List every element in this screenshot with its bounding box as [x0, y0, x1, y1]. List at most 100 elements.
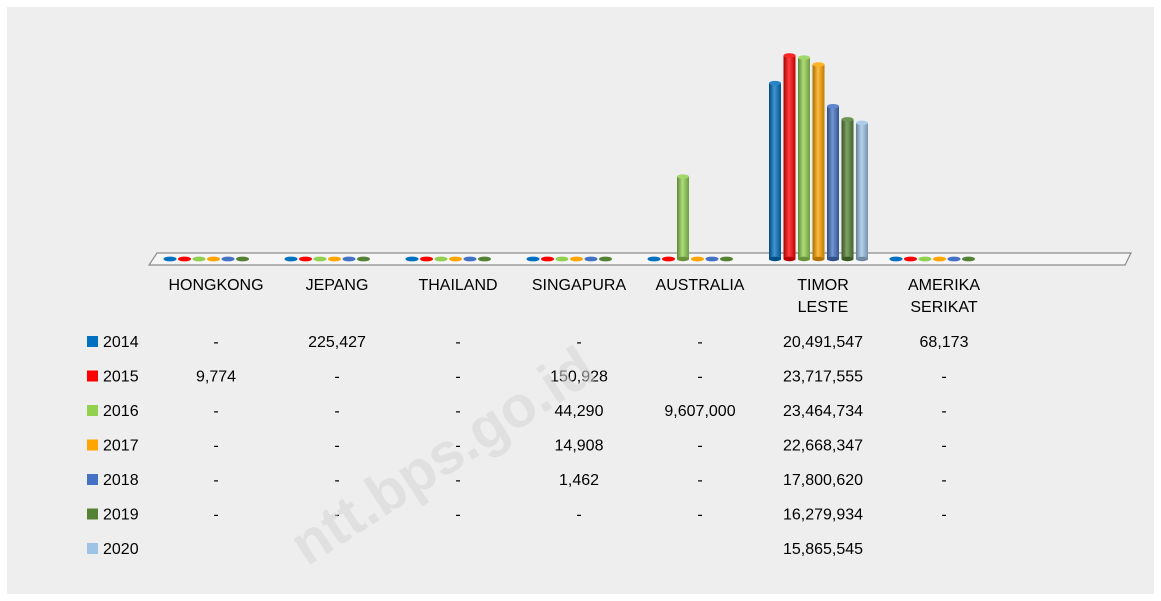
bar-2017-1 [328, 256, 341, 262]
bar-2018-3 [584, 256, 598, 262]
bar-2019-3 [599, 256, 612, 262]
table-cell-2014-3: - [576, 334, 581, 351]
table-cell-2016-1: - [334, 403, 339, 420]
bar-2015-3 [541, 256, 554, 262]
bar-2018-1 [342, 256, 356, 262]
table-cell-2019-2: - [455, 507, 460, 524]
bar-2017-0 [207, 256, 220, 262]
chart-floor [147, 252, 1132, 266]
legend-swatch-2015 [87, 370, 98, 382]
table-row-2017: 2017---14,908-22,668,347- [87, 438, 947, 455]
legend-label-2018: 2018 [103, 472, 139, 489]
bar-2018-4 [705, 256, 719, 262]
legend-swatch-2018 [87, 474, 98, 485]
table-row-2018: 2018---1,462-17,800,620- [87, 472, 947, 489]
table-cell-2018-2: - [455, 472, 460, 489]
watermark: ntt.bps.go.id [279, 334, 606, 578]
category-label-3: SINGAPURA [532, 277, 627, 294]
bar-2015-1 [299, 256, 312, 262]
legend-swatch-2017 [87, 439, 98, 451]
table-row-2019: 2019-----16,279,934- [87, 507, 947, 524]
table-cell-2018-3: 1,462 [559, 472, 599, 489]
bar-2016-1 [313, 256, 327, 262]
legend-swatch-2016 [87, 405, 98, 416]
table-cell-2018-1: - [334, 472, 339, 489]
bar-2019-1 [357, 256, 370, 262]
table-cell-2015-4: - [697, 369, 702, 386]
bar-2015-2 [420, 256, 433, 262]
table-cell-2019-1: - [334, 507, 339, 524]
legend-label-2014: 2014 [103, 334, 139, 351]
legend-label-2015: 2015 [103, 369, 139, 386]
table-cell-2019-6: - [941, 507, 946, 524]
bar-2016-6 [918, 256, 932, 262]
bar-2014-1 [284, 256, 298, 262]
table-cell-2014-1: 225,427 [308, 334, 366, 351]
table-cell-2017-2: - [455, 438, 460, 455]
bar-2014-4 [647, 256, 661, 262]
bar-2017-4 [691, 256, 704, 262]
table-cell-2014-6: 68,173 [920, 334, 969, 351]
table-cell-2018-4: - [697, 472, 702, 489]
bar-2015-0 [178, 256, 191, 262]
bar-2016-2 [434, 256, 448, 262]
table-cell-2015-0: 9,774 [196, 369, 236, 386]
bar-2014-0 [163, 256, 177, 262]
table-cell-2016-0: - [213, 403, 218, 420]
table-cell-2017-3: 14,908 [555, 438, 604, 455]
table-cell-2015-5: 23,717,555 [783, 369, 863, 386]
bar-2016-3 [555, 256, 569, 262]
category-label-4: AUSTRALIA [656, 277, 745, 294]
table-cell-2019-4: - [697, 507, 702, 524]
bar-2018-6 [947, 256, 961, 262]
bar-2017-6 [933, 256, 946, 262]
legend-label-2017: 2017 [103, 438, 139, 455]
legend-swatch-2014 [87, 336, 98, 347]
table-cell-2017-0: - [213, 438, 218, 455]
bar-2014-2 [405, 256, 419, 262]
table-cell-2014-0: - [213, 334, 218, 351]
bar-2015-4 [662, 256, 675, 262]
bar-2015-5 [783, 53, 796, 262]
bar-2017-3 [570, 256, 583, 262]
table-cell-2014-5: 20,491,547 [783, 334, 863, 351]
table-cell-2016-3: 44,290 [555, 403, 604, 420]
bars-layer [163, 53, 975, 262]
table-cell-2015-2: - [455, 369, 460, 386]
bar-2017-2 [449, 256, 462, 262]
bar-2019-5 [841, 117, 854, 262]
bar-2019-4 [720, 256, 733, 262]
bar-2014-6 [889, 256, 903, 262]
table-row-2020: 2020 15,865,545 [87, 541, 863, 558]
table-cell-2015-3: 150,928 [550, 369, 608, 386]
table-cell-2016-6: - [941, 403, 946, 420]
bar-2017-5 [812, 62, 825, 262]
table-cell-2018-6: - [941, 472, 946, 489]
table-cell-2015-6: - [941, 369, 946, 386]
legend-label-2020: 2020 [103, 541, 139, 558]
table-cell-2017-1: - [334, 438, 339, 455]
legend-swatch-2020 [87, 543, 98, 554]
table-cell-2017-6: - [941, 438, 946, 455]
table-cell-2019-5: 16,279,934 [783, 507, 863, 524]
bar-2016-5 [798, 55, 810, 262]
bar-2015-6 [904, 256, 917, 262]
data-table: 2014 - 225,427 - - - 20,491,547 68,173 2015 9,774… [87, 334, 969, 558]
chart-floor-plane [147, 252, 1132, 266]
bar-2016-0 [192, 256, 206, 262]
table-cell-2016-4: 9,607,000 [664, 403, 735, 420]
table-cell-2014-4: - [697, 334, 702, 351]
bar-2019-2 [478, 256, 491, 262]
table-cell-2020-5: 15,865,545 [783, 541, 863, 558]
table-cell-2017-5: 22,668,347 [783, 438, 863, 455]
table-cell-2016-2: - [455, 403, 460, 420]
legend-swatch-2019 [87, 508, 98, 520]
bar-2014-5 [769, 80, 781, 262]
